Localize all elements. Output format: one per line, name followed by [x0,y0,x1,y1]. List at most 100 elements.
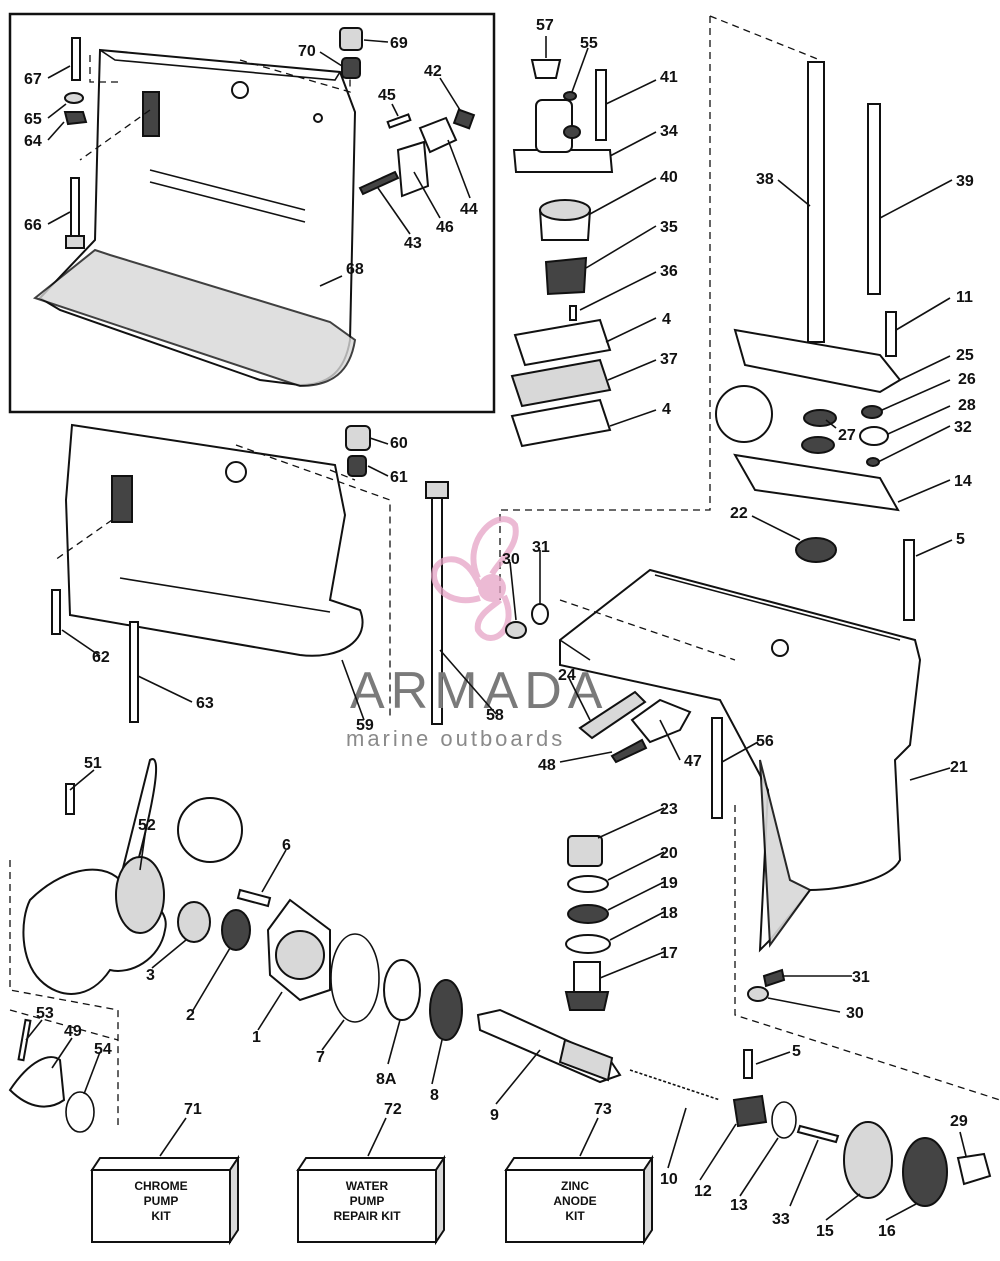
part-label: 30 [846,1005,864,1022]
part-label: 40 [660,169,678,186]
part-label: 10 [660,1171,678,1188]
part-label: 61 [390,469,408,486]
part-label: 66 [24,217,42,234]
seal-26 [861,405,883,419]
thrust-washer-3 [177,901,211,943]
grommet-70 [341,57,361,79]
bearing-23 [567,835,603,867]
screw-41 [595,69,607,141]
forward-gear-8 [429,979,463,1041]
kit-label-line1: ZINC [561,1179,589,1193]
part-label: 30 [502,551,520,568]
screw-6 [236,888,272,908]
kit-number: 73 [594,1101,612,1118]
screw-30-upper [505,621,527,639]
pin-45 [386,113,412,129]
kit-label-line3: REPAIR KIT [333,1209,401,1223]
nut-64 [63,111,88,126]
seals-27 [715,385,837,454]
kit-label-line1: CHROME [134,1179,187,1193]
gasket-4-upper [513,318,612,367]
part-label: 62 [92,649,110,666]
retainer-13 [771,1101,797,1139]
gearcase-dashed-lines [559,599,1000,1101]
part-label: 16 [878,1223,896,1240]
washer-8A [383,959,421,1021]
part-label: 4 [662,311,671,328]
part-label: 29 [950,1113,968,1130]
screw-63 [129,621,139,723]
part-label: 28 [958,397,976,414]
adapter-25 [733,328,902,394]
part-label: 56 [756,733,774,750]
kit-label-line2: PUMP [144,1194,179,1208]
kit-label-line3: KIT [151,1209,171,1223]
part-label: 65 [24,111,42,128]
part-label: 70 [298,43,316,60]
cotter-pin-53 [17,1018,32,1062]
cup-40 [538,199,592,241]
part-label: 46 [436,219,454,236]
inset-dashed-lines [79,55,351,161]
part-label: 23 [660,801,678,818]
part-label: 8 [430,1087,439,1104]
seal-22 [795,537,837,563]
stud-67 [71,37,81,81]
kit-label-line2: PUMP [350,1194,385,1208]
seal-detail-icon [177,797,243,863]
washer-18 [565,934,611,954]
kit-label-line3: KIT [565,1209,585,1223]
kit-label-line1: WATER [346,1179,389,1193]
washer-65 [64,92,84,104]
pin-36 [569,305,577,321]
part-label: 54 [94,1041,112,1058]
screw-66 [65,177,85,249]
screw-62 [51,589,61,635]
part-label: 36 [660,263,678,280]
part-label: 58 [486,707,504,724]
part-label: 3 [146,967,155,984]
part-label: 6 [282,837,291,854]
screw-11 [885,311,897,357]
water-tube-grommet-57 [530,59,562,79]
part-label: 13 [730,1197,748,1214]
pinion-gear-17 [564,961,610,1011]
exhaust-housing-59 [64,423,364,657]
part-label: 31 [852,969,870,986]
part-label: 24 [558,667,576,684]
propeller-nut-49 [8,1056,66,1108]
gearcase-21 [559,568,922,953]
impeller-35 [544,256,588,296]
driveshaft-38 [807,61,825,343]
shift-rod-39 [867,103,881,295]
part-label: 69 [390,35,408,52]
part-label: 60 [390,435,408,452]
part-label: 26 [958,371,976,388]
part-label: 17 [660,945,678,962]
bolt-5-upper [903,539,915,621]
part-label: 64 [24,133,42,150]
kit-number: 71 [184,1101,202,1118]
part-label: 18 [660,905,678,922]
part-label: 49 [64,1023,82,1040]
part-label: 41 [660,69,678,86]
bolt-56 [711,717,723,819]
nut-42 [452,108,476,130]
part-label: 43 [404,235,422,252]
part-label: 21 [950,759,968,776]
propeller-52 [22,758,167,995]
part-label: 53 [36,1005,54,1022]
pin-5-lower [743,1049,753,1079]
anode-29 [956,1152,992,1186]
part-label: 33 [772,1211,790,1228]
part-label: 51 [84,755,102,772]
bushing-28 [859,426,889,446]
seal-2 [221,909,251,951]
reverse-gear-15 [843,1121,893,1199]
part-label: 14 [954,473,972,490]
watermark-subtitle: marine outboards [346,726,565,751]
part-label: 31 [532,539,550,556]
part-label: 39 [956,173,974,190]
kit-box-chrome-pump: 71 CHROME PUMP KIT [90,1101,240,1246]
lower-housing-dashed-lines [54,444,391,720]
